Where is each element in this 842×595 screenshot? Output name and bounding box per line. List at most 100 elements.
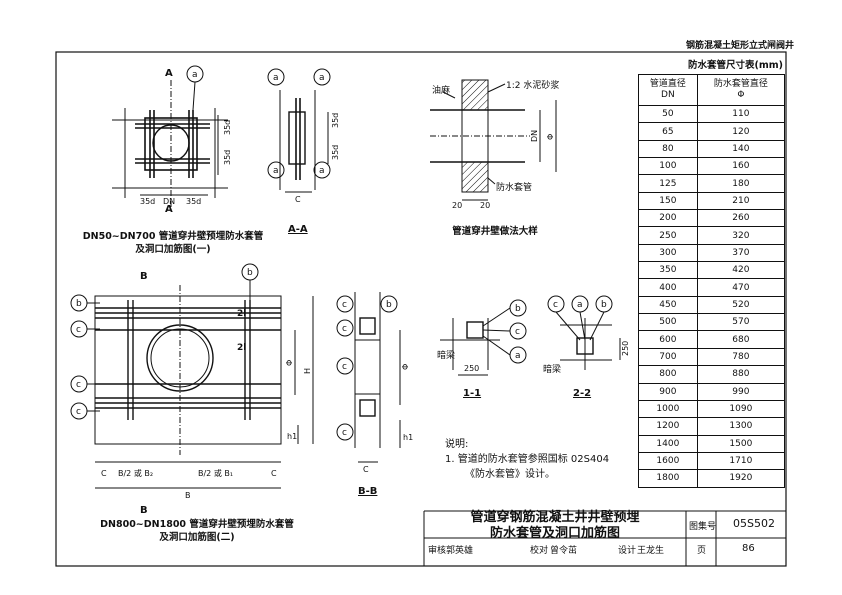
cell-dn: 1600 [638,451,698,471]
s11-callout-a: a [515,351,521,361]
s22-section-title: 2-2 [573,388,591,399]
s11-section-title: 1-1 [463,388,481,399]
aa-dim-35d-1: 35d [331,113,340,128]
fig2-dim-h1: h1 [287,432,297,441]
fig1-caption: DN50~DN700 管道穿井壁预埋防水套管 及洞口加筋图(一) [68,230,278,256]
cell-dn: 700 [638,347,698,367]
cell-phi: 880 [696,365,786,384]
bb-section-title: B-B [358,486,377,497]
cell-phi: 680 [696,330,786,349]
cell-dn: 1400 [638,434,698,453]
fig2-callout-c-1: c [76,325,81,335]
cell-dn: 600 [638,330,698,349]
fig2-dim-c-left: C [101,469,107,478]
fig1-dim-35d-1: 35d [140,197,155,206]
detail-label-sleeve: 防水套管 [496,181,532,193]
cell-phi: 1500 [696,434,786,453]
cell-dn: 900 [638,382,698,401]
fig1-callout-a: a [192,70,198,80]
cell-phi: 180 [696,174,786,193]
fig2-dim-b1: B/2 或 B₁ [198,468,233,478]
detail-dim-20b: 20 [480,201,490,210]
fig2-dim-h: H [303,368,312,374]
title-block-lines [423,510,786,566]
aa-callout-a-1: a [273,73,279,83]
cell-dn: 80 [638,139,698,159]
fig2-caption: DN800~DN1800 管道穿井壁预埋防水套管 及洞口加筋图(二) [82,518,312,544]
page-label: 页 [697,546,707,556]
title-line2: 防水套管及洞口加筋图 [489,526,620,541]
bb-callout-b: b [386,300,392,310]
s22-label-anliang: 暗梁 [543,363,561,375]
detail-dim-20a: 20 [452,201,462,210]
cell-dn: 400 [638,278,698,297]
detail-dim-dn: DN [530,130,539,142]
bb-dim-h1: h1 [403,433,413,442]
s11-dim-250: 250 [464,364,479,373]
bb-callout-c-4: c [342,428,347,438]
cell-phi: 160 [696,157,786,176]
page-number: 86 [742,543,755,554]
cell-phi: 1920 [696,469,786,488]
atlas-label: 图集号 [689,522,717,532]
review-label: 审核 [428,546,447,556]
fig2-dim-b: B [185,491,191,500]
aa-callout-a-2: a [319,73,325,83]
cell-dn: 500 [638,313,698,332]
fig2-dim-phi: Φ [285,360,294,366]
notes-line2: 《防水套管》设计。 [465,469,555,480]
fig2-dim-2l-1: 2l [237,309,246,319]
aa-dim-35d-2: 35d [331,145,340,160]
cell-phi: 1710 [696,451,786,471]
cell-dn: 65 [638,122,698,141]
cell-dn: 100 [638,157,698,176]
cell-dn: 300 [638,243,698,263]
s11-label-anliang: 暗梁 [437,349,455,361]
fig1-dim-35d-2: 35d [186,197,201,206]
fig2-dim-2l-2: 2l [237,343,246,353]
fig2-callout-b-left: b [76,299,82,309]
fig2-callout-c-3: c [76,407,81,417]
s22-callout-a: a [577,300,583,310]
notes-title: 说明: [445,439,469,450]
s11-callout-b: b [515,304,521,314]
cell-phi: 420 [696,261,786,280]
aa-callout-a-3: a [273,166,279,176]
cell-phi: 1090 [696,399,786,419]
fig2-plan [70,263,314,489]
fig1-caption-line1: DN50~DN700 管道穿井壁预埋防水套管 [82,231,264,242]
detail-drawing [430,79,557,201]
cell-dn: 350 [638,261,698,280]
cell-phi: 320 [696,226,786,245]
cell-dn: 800 [638,365,698,384]
fig1-section-mark-a-top: A [165,68,173,79]
aa-dim-c: C [295,195,301,204]
detail-caption: 管道穿井壁做法大样 [452,226,538,237]
designer-name: 王龙生 [637,546,665,556]
cell-dn: 50 [638,104,698,124]
cell-dn: 200 [638,209,698,228]
fig2-callout-b: b [247,268,253,278]
fig1-section-mark-a-bottom: A [165,204,173,215]
s22-callout-b: b [601,300,607,310]
s22-dim-250: 250 [621,341,630,356]
table-header-row: 管道直径 DN 防水套管直径 Φ [638,74,786,106]
check-label: 校对 [530,546,549,556]
cell-phi: 370 [696,243,786,263]
aa-callout-a-4: a [319,166,325,176]
fig1-caption-line2: 及洞口加筋图(一) [135,244,211,255]
bb-callout-c-2: c [342,324,347,334]
section-bb [336,292,401,463]
